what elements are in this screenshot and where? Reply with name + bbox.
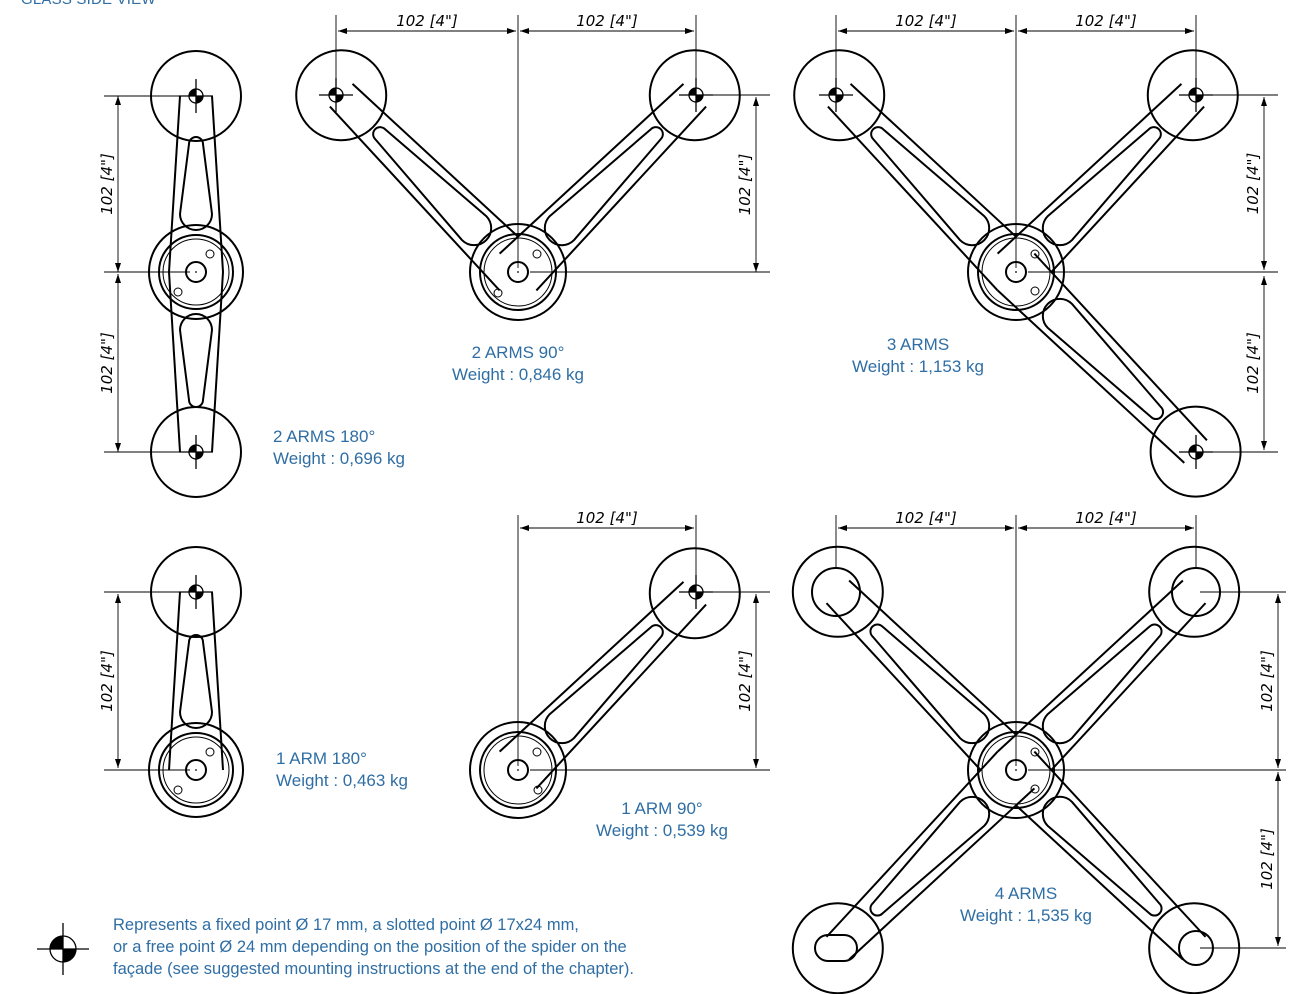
dimension-text: 102 [4"] <box>736 650 754 712</box>
arm-head <box>295 49 388 142</box>
dimension-text: 102 [4"] <box>576 12 638 30</box>
label-4-arms: 4 ARMS Weight : 1,535 kg <box>936 883 1116 927</box>
screw-hole <box>533 785 543 795</box>
variant-name: 4 ARMS <box>994 884 1058 903</box>
screw-hole <box>1030 249 1040 259</box>
variant-name: 1 ARM 180° <box>276 749 367 768</box>
spider-2-arms-90: 102 [4"] 102 [4"] 102 [4"] <box>295 12 770 321</box>
lightening-slot <box>1041 623 1163 745</box>
legend-line: Represents a fixed point Ø 17 mm, a slot… <box>113 916 579 934</box>
lightening-slot <box>1041 126 1162 247</box>
lightening-slot <box>543 126 664 247</box>
fixed-point-symbol-icon <box>37 923 89 975</box>
variant-name: 1 ARM 90° <box>621 799 703 818</box>
variant-weight: Weight : 0,696 kg <box>273 449 405 468</box>
dimension-text: 102 [4"] <box>1075 509 1137 527</box>
label-2-arms-90: 2 ARMS 90° Weight : 0,846 kg <box>428 342 608 386</box>
slotted-point-hole <box>814 934 858 962</box>
dimension-text: 102 [4"] <box>1244 332 1262 394</box>
screw-hole <box>532 249 542 259</box>
variant-weight: Weight : 0,539 kg <box>596 821 728 840</box>
variant-name: 2 ARMS 180° <box>273 427 376 446</box>
legend-text: Represents a fixed point Ø 17 mm, a slot… <box>113 914 634 980</box>
dimension-text: 102 [4"] <box>98 153 116 215</box>
lightening-slot <box>179 313 213 408</box>
screw-hole <box>205 249 215 259</box>
dimension-text: 102 [4"] <box>895 509 957 527</box>
screw-hole <box>205 747 215 757</box>
dimension-text: 102 [4"] <box>1075 12 1137 30</box>
legend-line: or a free point Ø 24 mm depending on the… <box>113 938 627 956</box>
dimension-text: 102 [4"] <box>576 509 638 527</box>
lightening-slot <box>179 634 213 729</box>
arm-head <box>648 547 741 640</box>
lightening-slot <box>1041 297 1164 420</box>
lightening-slot <box>869 795 991 917</box>
dimension-text: 102 [4"] <box>1258 650 1276 712</box>
label-2-arms-180: 2 ARMS 180° Weight : 0,696 kg <box>273 426 405 470</box>
variant-name: 2 ARMS 90° <box>471 343 565 362</box>
lightening-slot <box>1041 795 1163 917</box>
label-1-arm-90: 1 ARM 90° Weight : 0,539 kg <box>572 798 752 842</box>
legend-line: façade (see suggested mounting instructi… <box>113 960 634 978</box>
label-3-arms: 3 ARMS Weight : 1,153 kg <box>828 334 1008 378</box>
dimension-text: 102 [4"] <box>1244 153 1262 215</box>
label-1-arm-180: 1 ARM 180° Weight : 0,463 kg <box>276 748 408 792</box>
variant-name: 3 ARMS <box>886 335 950 354</box>
screw-hole <box>493 288 503 298</box>
screw-hole <box>1030 784 1040 794</box>
screw-hole <box>1030 747 1040 757</box>
spider-3-arms: 102 [4"] 102 [4"] 102 [4"] 102 [4"] <box>793 12 1278 498</box>
dimension-text: 102 [4"] <box>98 332 116 394</box>
dimension-text: 102 [4"] <box>1258 828 1276 890</box>
arm-head <box>791 545 884 638</box>
spider-2-arms-180: 102 [4"] 102 [4"] <box>98 50 244 498</box>
lightening-slot <box>870 126 991 247</box>
spider-1-arm-90: 102 [4"] 102 [4"] <box>469 509 770 819</box>
screw-hole <box>1030 286 1040 296</box>
dimension-text: 102 [4"] <box>98 650 116 712</box>
dimension-text: 102 [4"] <box>396 12 458 30</box>
dimension-text: 102 [4"] <box>736 154 754 216</box>
lightening-slot <box>543 624 664 745</box>
lightening-slot <box>869 623 991 745</box>
variant-weight: Weight : 1,535 kg <box>960 906 1092 925</box>
dimension-text: 102 [4"] <box>895 12 957 30</box>
lightening-slot <box>179 136 213 231</box>
arm-head <box>791 902 884 994</box>
page-title: GLASS SIDE VIEW <box>21 0 156 8</box>
variant-weight: Weight : 0,463 kg <box>276 771 408 790</box>
variant-weight: Weight : 0,846 kg <box>452 365 584 384</box>
screw-hole <box>173 287 183 297</box>
lightening-slot <box>372 126 493 247</box>
spider-4-arms: 102 [4"] 102 [4"] 102 [4"] 102 [4"] <box>791 509 1286 994</box>
arm-head <box>793 49 886 142</box>
screw-hole <box>173 785 183 795</box>
spider-1-arm-180: 102 [4"] <box>98 546 244 818</box>
variant-weight: Weight : 1,153 kg <box>852 357 984 376</box>
screw-hole <box>532 747 542 757</box>
